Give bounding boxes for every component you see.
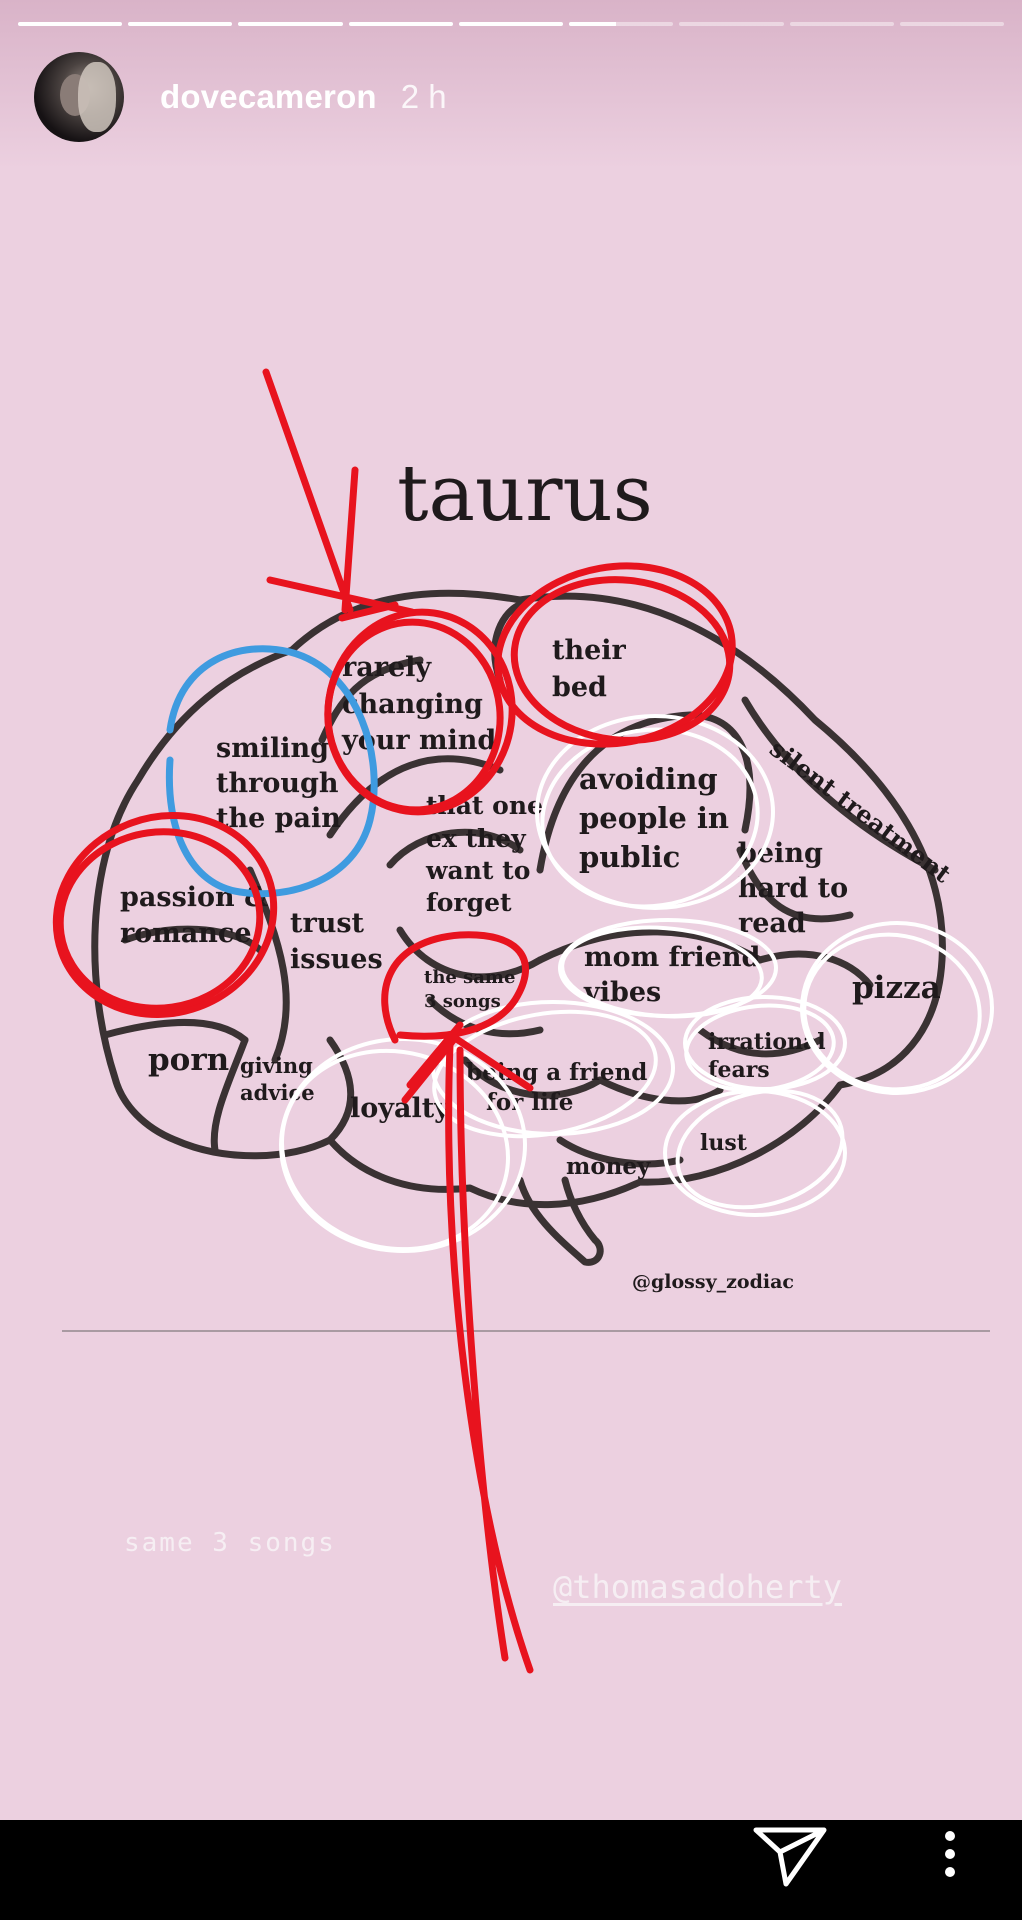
region-label: mom friend [584,942,760,973]
progress-segment [679,22,784,26]
region-label: 3 songs [424,991,501,1012]
timestamp: 2 h [400,78,447,115]
region-label: forget [426,888,512,917]
story-progress-bar [18,22,1004,27]
region-label: public [579,840,680,874]
story-viewer[interactable]: dovecameron 2 h [0,0,1022,1820]
progress-segment [18,22,123,26]
paper-plane-icon[interactable] [750,1822,830,1892]
region-label: giving [240,1053,313,1078]
graphic-credit: @glossy_zodiac [632,1271,794,1293]
region-label: ex they [426,824,527,853]
avatar[interactable] [34,52,124,142]
blue-scribble-circle [165,645,378,898]
username[interactable]: dovecameron [160,78,377,115]
progress-segment [569,22,674,26]
region-label: pizza [852,970,941,1006]
region-label: hard to [738,873,848,904]
taurus-brain-graphic: taurus rarely changing your mind their b… [52,368,994,1674]
region-label: bed [552,672,607,703]
region-label: money [566,1153,651,1180]
region-label: romance [120,918,252,949]
region-label: avoiding [579,762,718,796]
progress-segment [789,22,894,26]
region-label: smiling [216,733,329,764]
top-gradient [0,0,1022,170]
region-label: for life [486,1089,573,1116]
story-caption: same 3 songs [124,1528,336,1558]
white-scribble-circles [279,714,994,1253]
story-header[interactable]: dovecameron 2 h [34,52,447,142]
progress-segment [238,22,343,26]
region-label: read [738,908,806,939]
red-scribble-marks [52,368,736,1674]
region-label: their [552,635,627,666]
progress-segment [128,22,233,26]
region-label: through [216,768,339,799]
region-label: passion & [120,882,268,913]
region-label: trust [290,908,365,939]
progress-segment [899,22,1004,26]
region-label: changing [342,689,483,720]
region-label: want to [425,856,530,885]
region-label: issues [290,944,383,975]
progress-segment [348,22,453,26]
region-label: rarely [342,652,432,683]
region-label: lust [700,1130,748,1156]
region-label: the pain [216,803,341,834]
progress-segment [458,22,564,26]
more-vertical-icon[interactable] [930,1826,970,1886]
region-label: porn [148,1042,229,1078]
region-label: the same [424,967,515,988]
story-bottom-bar [0,1820,1022,1920]
region-label: people in [579,801,729,835]
graphic-title: taurus [397,449,653,539]
user-mention-link[interactable]: @thomasadoherty [553,1568,842,1606]
